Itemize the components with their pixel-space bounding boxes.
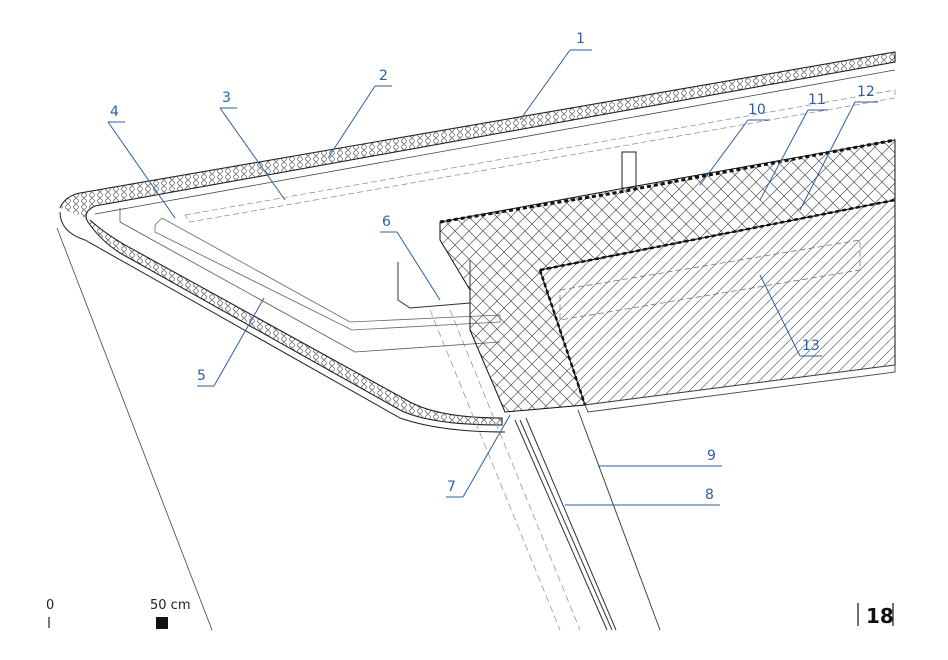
- callout-3-label: 3: [222, 90, 231, 106]
- mullion-outer: [514, 419, 608, 631]
- page-number: 18: [866, 604, 894, 628]
- callout-11: 11: [759, 92, 828, 201]
- guide-line: [56, 227, 213, 631]
- callout-10-label: 10: [748, 102, 766, 118]
- page-number-box: 18: [857, 603, 894, 628]
- callout-5-label: 5: [197, 368, 206, 384]
- scale-bar: 0 50 cm: [46, 598, 191, 629]
- roof-upstand: [621, 151, 637, 189]
- mullion-line-2: [519, 419, 613, 631]
- waterproof-membrane: [439, 138, 896, 224]
- roof-substructure: [184, 89, 896, 223]
- scale-end-block: [156, 617, 168, 629]
- slab-membrane: [539, 198, 896, 272]
- soffit-structure: [119, 208, 501, 353]
- callout-4-label: 4: [110, 104, 119, 120]
- callout-10: 10: [699, 102, 770, 186]
- cladding-inner-line: [59, 211, 506, 433]
- callout-4: 4: [107, 104, 176, 219]
- callout-13: 13: [759, 274, 822, 357]
- slab-edge-membrane: [538, 269, 587, 406]
- callout-2: 2: [327, 68, 392, 159]
- callout-12-label: 12: [857, 84, 875, 100]
- cladding-rear-line: [94, 69, 896, 215]
- callout-5: 5: [197, 297, 265, 387]
- scale-length-label: 50 cm: [150, 598, 191, 613]
- callout-7: 7: [446, 414, 511, 498]
- projection-line-2: [449, 309, 581, 631]
- callout-8-label: 8: [705, 487, 714, 503]
- callout-13-label: 13: [802, 338, 820, 354]
- callout-9-label: 9: [707, 448, 716, 464]
- callout-3: 3: [219, 90, 286, 201]
- callout-9: 9: [598, 448, 722, 467]
- embedded-beam: [559, 239, 861, 321]
- callout-8: 8: [565, 487, 720, 506]
- glazing-line: [577, 409, 661, 631]
- callout-2-label: 2: [379, 68, 388, 84]
- callout-1-label: 1: [576, 31, 585, 47]
- ceiling-lining: [584, 364, 896, 413]
- callout-6: 6: [380, 214, 441, 301]
- scale-zero-label: 0: [46, 598, 54, 613]
- outer-cladding: [59, 51, 896, 426]
- callout-12: 12: [799, 84, 878, 211]
- callout-7-label: 7: [447, 479, 456, 495]
- callout-1: 1: [519, 31, 592, 121]
- projection-line-1: [429, 309, 561, 631]
- mullion-line-3: [525, 417, 617, 631]
- callout-6-label: 6: [382, 214, 391, 230]
- callout-11-label: 11: [808, 92, 826, 108]
